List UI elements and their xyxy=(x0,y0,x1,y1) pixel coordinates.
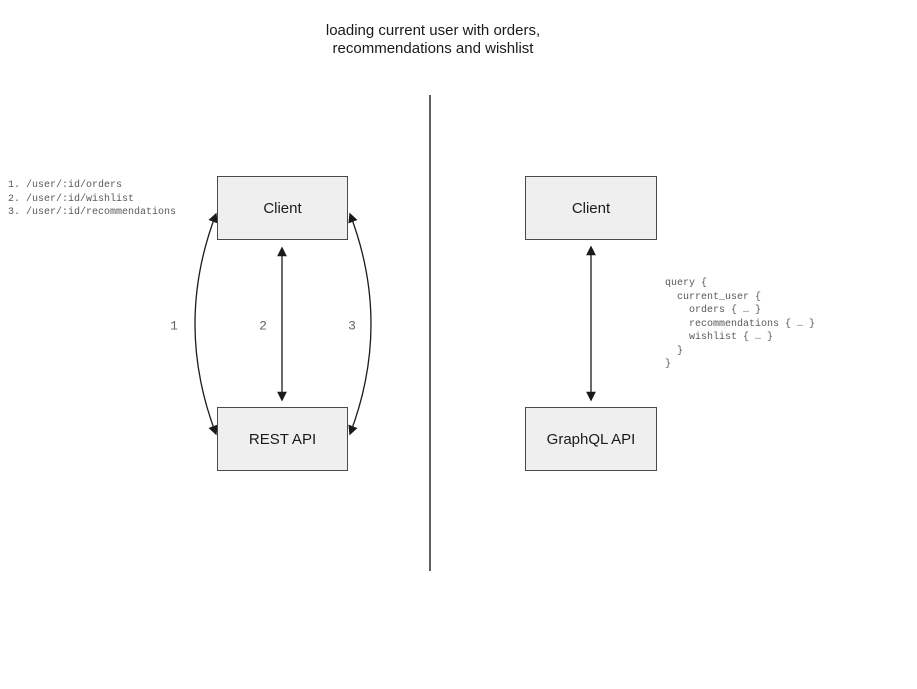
rest-arrow-label-1: 1 xyxy=(170,318,178,334)
diagram-title: loading current user with orders, recomm… xyxy=(325,22,541,57)
rest-api-label: REST API xyxy=(248,430,317,448)
rest-client-label: Client xyxy=(263,199,302,217)
panel-divider xyxy=(429,95,431,571)
rest-endpoints-code: 1. /user/:id/orders 2. /user/:id/wishlis… xyxy=(8,180,177,218)
rest-arrow-label-2: 2 xyxy=(259,318,267,334)
rest-arrow-label-3: 3 xyxy=(348,318,356,334)
graphql-query-code: query { current_user { orders { … } reco… xyxy=(665,278,816,370)
graphql-client-box: Client xyxy=(525,176,657,240)
rest-api-box: REST API xyxy=(217,407,348,471)
graphql-api-label: GraphQL API xyxy=(546,430,636,448)
graphql-client-label: Client xyxy=(571,199,611,217)
rest-client-box: Client xyxy=(217,176,348,240)
graphql-api-box: GraphQL API xyxy=(525,407,657,471)
rest-arrow-1-curved xyxy=(194,212,218,436)
